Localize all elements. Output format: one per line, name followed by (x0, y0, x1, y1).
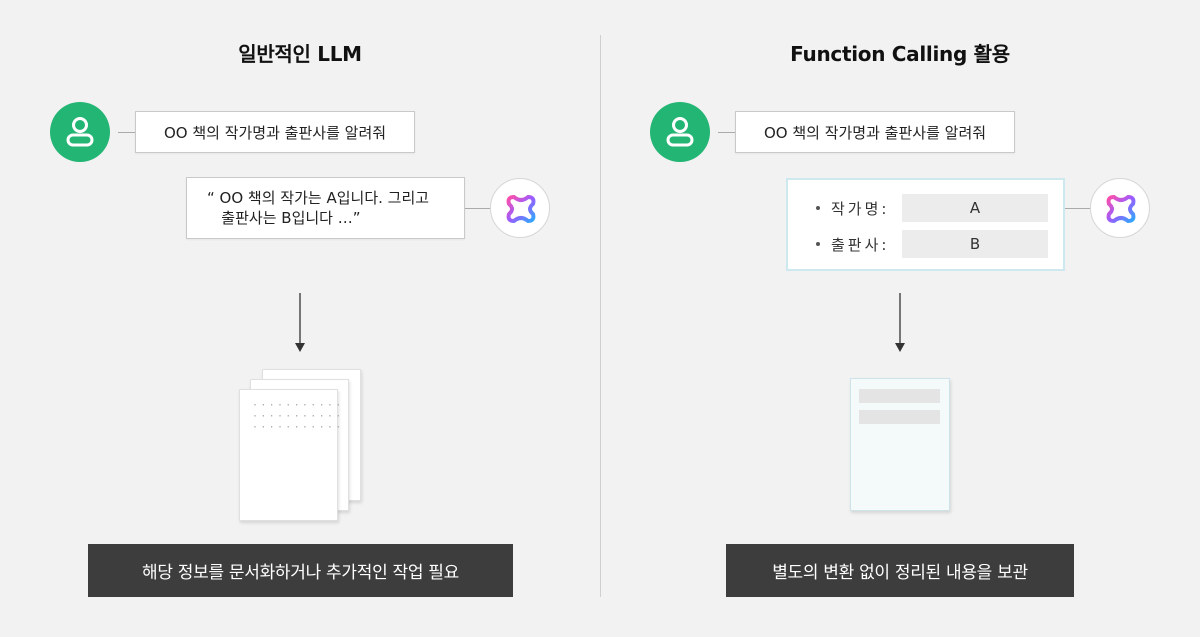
panel-divider (600, 35, 601, 597)
field-label: 작가명: (831, 199, 890, 218)
field-value: A (902, 194, 1048, 222)
left-panel-title: 일반적인 LLM (238, 42, 362, 66)
answer-connector (465, 208, 491, 209)
answer-text-line2: 출판사는 B입니다 …” (207, 209, 361, 227)
user-avatar (650, 102, 710, 162)
field-row-author: 작가명: (816, 194, 889, 222)
field-label: 출판사: (831, 235, 890, 254)
question-bubble: OO 책의 작가명과 출판사를 알려줘 (735, 111, 1015, 153)
answer-connector (1065, 208, 1091, 209)
field-row-publisher: 출판사: (816, 230, 889, 258)
right-panel-title: Function Calling 활용 (790, 42, 1010, 66)
structured-result-box: 작가명: A 출판사: B (786, 178, 1065, 271)
right-caption: 별도의 변환 없이 정리된 내용을 보관 (726, 544, 1074, 597)
question-connector (718, 132, 736, 133)
answer-bubble: “ OO 책의 작가는 A입니다. 그리고 출판사는 B입니다 …” (186, 177, 465, 239)
user-icon (66, 117, 94, 147)
question-connector (118, 132, 136, 133)
left-panel-generic-llm: 일반적인 LLM OO 책의 작가명과 출판사를 알려줘 “ OO 책의 작가는… (50, 42, 550, 597)
ai-logo (490, 178, 550, 238)
right-panel-function-calling: Function Calling 활용 OO 책의 작가명과 출판사를 알려줘 … (600, 0, 1200, 637)
question-text: OO 책의 작가명과 출판사를 알려줘 (763, 123, 987, 142)
ai-logo (1090, 178, 1150, 238)
arrow-down-icon (295, 293, 305, 352)
ai-logo-icon (1106, 195, 1136, 223)
left-caption: 해당 정보를 문서화하거나 추가적인 작업 필요 (88, 544, 513, 597)
ai-logo-icon (506, 195, 536, 223)
question-bubble: OO 책의 작가명과 출판사를 알려줘 (135, 111, 415, 153)
user-icon (666, 117, 694, 147)
field-value: B (902, 230, 1048, 258)
arrow-down-icon (895, 293, 905, 352)
user-avatar (50, 102, 110, 162)
document-icon (850, 378, 950, 511)
answer-text-line1: “ OO 책의 작가는 A입니다. 그리고 (207, 189, 430, 207)
question-text: OO 책의 작가명과 출판사를 알려줘 (163, 123, 387, 142)
